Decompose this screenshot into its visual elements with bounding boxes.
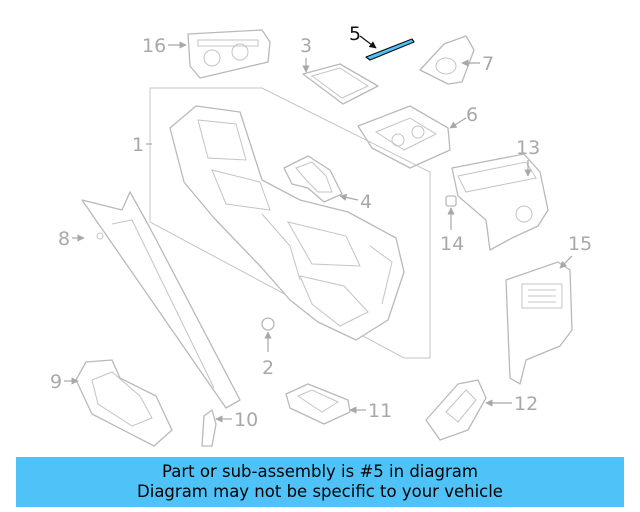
part-10-clip[interactable] [201,409,217,447]
part-13-armrest[interactable] [451,153,549,251]
callout-12: 12 [485,393,538,415]
part-9-bracket[interactable] [75,359,173,447]
callout-7: 7 [461,53,494,75]
callout-4: 4 [339,191,372,213]
svg-text:1: 1 [132,134,144,156]
svg-text:10: 10 [234,409,258,431]
svg-text:2: 2 [262,357,274,379]
part-11-bracket[interactable] [285,383,351,425]
callout-9: 9 [50,371,79,393]
callout-8: 8 [58,228,85,250]
part-6-tray[interactable] [357,105,451,169]
part-2-clip[interactable] [261,317,275,331]
callout-6: 6 [449,104,478,129]
svg-text:5: 5 [349,23,361,45]
info-banner: Part or sub-assembly is #5 in diagram Di… [16,457,624,507]
callout-15: 15 [559,233,592,269]
callout-14: 14 [440,207,464,255]
part-14-clip[interactable] [445,195,457,207]
banner-line-2: Diagram may not be specific to your vehi… [137,482,503,501]
svg-text:7: 7 [482,53,494,75]
part-16-control-panel[interactable] [187,29,271,79]
part-1-console[interactable] [169,105,405,341]
callout-5: 5 [349,23,377,49]
svg-text:3: 3 [300,35,312,57]
part-4-mat[interactable] [283,155,343,203]
part-5-trim-strip[interactable] [365,38,415,61]
callout-1: 1 [132,134,152,156]
callout-16: 16 [142,35,187,57]
svg-text:12: 12 [514,393,538,415]
svg-text:6: 6 [466,104,478,126]
banner-line-1: Part or sub-assembly is #5 in diagram [162,462,478,481]
part-3-mat[interactable] [302,63,379,105]
svg-text:13: 13 [516,137,540,159]
svg-text:14: 14 [440,233,464,255]
svg-text:9: 9 [50,371,62,393]
part-7-shift-trim[interactable] [419,35,475,85]
callout-10: 10 [215,409,258,431]
part-8-side-panel[interactable] [81,191,241,409]
svg-text:4: 4 [360,191,372,213]
part-12-bracket[interactable] [425,379,487,441]
svg-text:16: 16 [142,35,166,57]
callout-13: 13 [516,137,540,177]
svg-text:15: 15 [568,233,592,255]
callout-2: 2 [262,331,274,379]
part-15-vent-panel[interactable] [505,261,573,385]
callout-11: 11 [349,400,392,422]
callout-3: 3 [300,35,312,73]
svg-text:11: 11 [368,400,392,422]
svg-text:8: 8 [58,228,70,250]
